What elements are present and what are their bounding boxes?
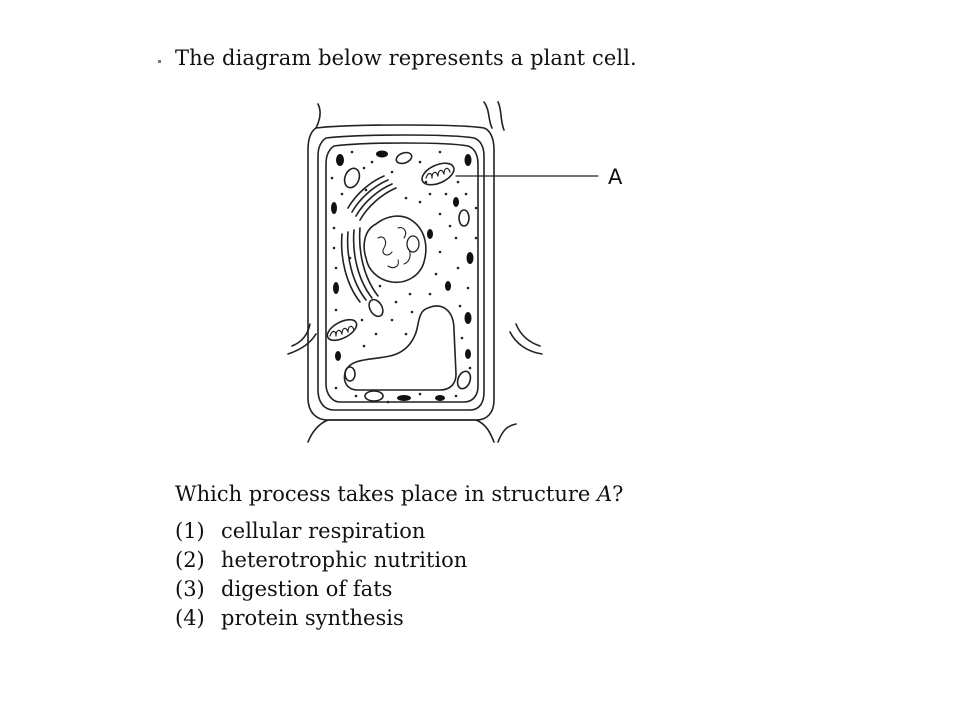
cell-membrane: [325, 142, 479, 403]
question-after: ?: [612, 482, 624, 506]
question-structure: A: [597, 482, 613, 506]
vesicle: [344, 366, 356, 382]
vesicle: [458, 209, 470, 227]
er-stack-3: [352, 229, 373, 299]
plant-cell-diagram: A: [280, 98, 640, 448]
neighbor-wall-bottom-right: [497, 423, 517, 443]
vesicle: [368, 298, 384, 318]
vesicle: [456, 370, 472, 390]
golgi-stack-4: [359, 187, 397, 221]
answer-choices: (1) cellular respiration (2) heterotrophic…: [175, 517, 467, 633]
label-a: A: [608, 165, 623, 189]
neighbor-wall-right-2: [509, 331, 543, 355]
choice-text: cellular respiration: [221, 519, 426, 543]
choice-2[interactable]: (2) heterotrophic nutrition: [175, 546, 467, 575]
neighbor-wall-left: [291, 323, 311, 347]
structure-a: [421, 162, 455, 186]
golgi-stack-3: [347, 175, 385, 209]
intro-text: The diagram below represents a plant cel…: [175, 46, 637, 70]
structure-lower-left: [326, 318, 358, 342]
nucleolus: [406, 235, 420, 253]
cytoplasm-speckles: [330, 150, 478, 404]
vesicle: [395, 151, 413, 165]
choice-text: heterotrophic nutrition: [221, 548, 468, 572]
neighbor-wall-top-right-2: [497, 101, 505, 131]
neighbor-wall-top-right: [483, 101, 493, 129]
choice-number: (4): [175, 606, 205, 630]
neighbor-wall-bottom-left: [307, 419, 495, 443]
neighbor-wall-right: [515, 323, 541, 347]
choice-3[interactable]: (3) digestion of fats: [175, 575, 467, 604]
golgi-stack-1: [355, 183, 393, 217]
question-before: Which process takes place in structure: [175, 482, 597, 506]
vesicle: [343, 167, 361, 189]
er-stack-2: [346, 231, 367, 301]
stray-mark: [158, 60, 161, 63]
choice-1[interactable]: (1) cellular respiration: [175, 517, 467, 546]
vacuole: [343, 305, 457, 391]
neighbor-wall-top-left: [315, 103, 321, 129]
choice-text: digestion of fats: [221, 577, 393, 601]
nucleus: [363, 215, 427, 284]
choice-text: protein synthesis: [221, 606, 404, 630]
choice-number: (3): [175, 577, 205, 601]
granules: [331, 150, 474, 401]
cell-wall-outer: [307, 124, 495, 421]
vesicle: [364, 390, 384, 402]
cell-wall-inner: [317, 134, 485, 411]
er-stack-1: [340, 233, 361, 303]
question-text: Which process takes place in structure A…: [175, 482, 623, 506]
choice-number: (2): [175, 548, 205, 572]
choice-number: (1): [175, 519, 205, 543]
er-stack-4: [358, 227, 379, 297]
neighbor-wall-left-2: [287, 333, 317, 355]
golgi-stack-2: [351, 179, 389, 213]
nuclear-texture: [377, 227, 411, 269]
choice-4[interactable]: (4) protein synthesis: [175, 604, 467, 633]
